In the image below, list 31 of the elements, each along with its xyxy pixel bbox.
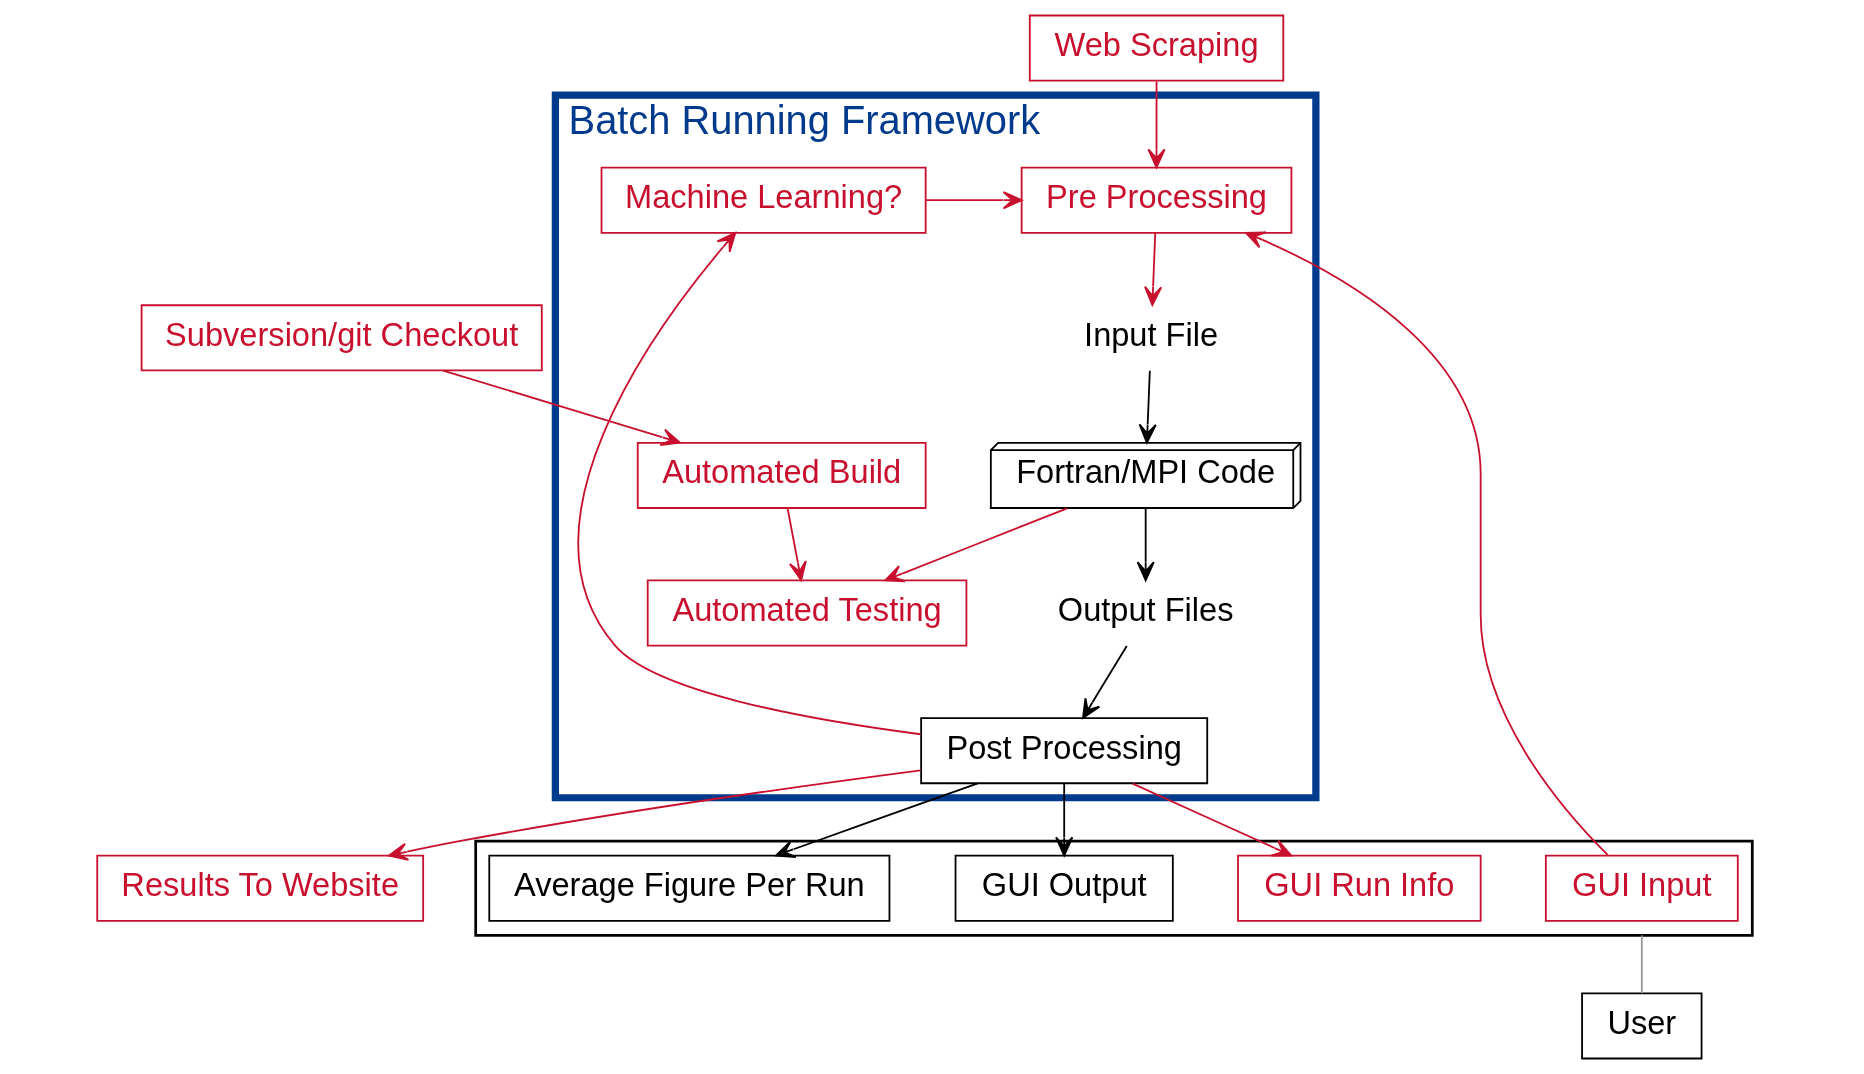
node-box: Results To Website xyxy=(96,854,425,922)
node-box: Machine Learning? xyxy=(600,166,927,234)
arrow xyxy=(388,769,922,861)
arrow xyxy=(1144,232,1163,306)
node-box: Automated Build xyxy=(636,441,927,509)
node-box: Automated Testing xyxy=(646,579,968,647)
arrow xyxy=(577,231,922,736)
node-box: GUI Output xyxy=(954,854,1174,922)
node-box: Post Processing xyxy=(920,717,1209,785)
node-box: Average Figure Per Run xyxy=(488,854,891,922)
arrow xyxy=(1147,80,1166,169)
node-box: GUI Input xyxy=(1544,854,1739,922)
arrow xyxy=(925,191,1023,210)
node-box: GUI Run Info xyxy=(1237,854,1482,922)
arrow xyxy=(1082,645,1128,719)
node-box: Web Scraping xyxy=(1028,14,1285,82)
arrow xyxy=(1245,231,1609,856)
node-text: Output Files xyxy=(1057,591,1234,629)
arrow xyxy=(786,507,807,582)
arrow xyxy=(1138,369,1157,444)
arrow xyxy=(1055,782,1074,857)
arrow xyxy=(884,507,1069,583)
arrow xyxy=(442,369,681,447)
node-box: Pre Processing xyxy=(1020,166,1293,234)
arrow xyxy=(1136,507,1155,582)
arrow xyxy=(775,782,979,858)
node-box: User xyxy=(1581,992,1703,1060)
connector xyxy=(1640,934,1643,995)
arrow xyxy=(1131,782,1293,857)
node-text: Input File xyxy=(1084,315,1219,353)
node-box: Subversion/git Checkout xyxy=(140,304,543,372)
